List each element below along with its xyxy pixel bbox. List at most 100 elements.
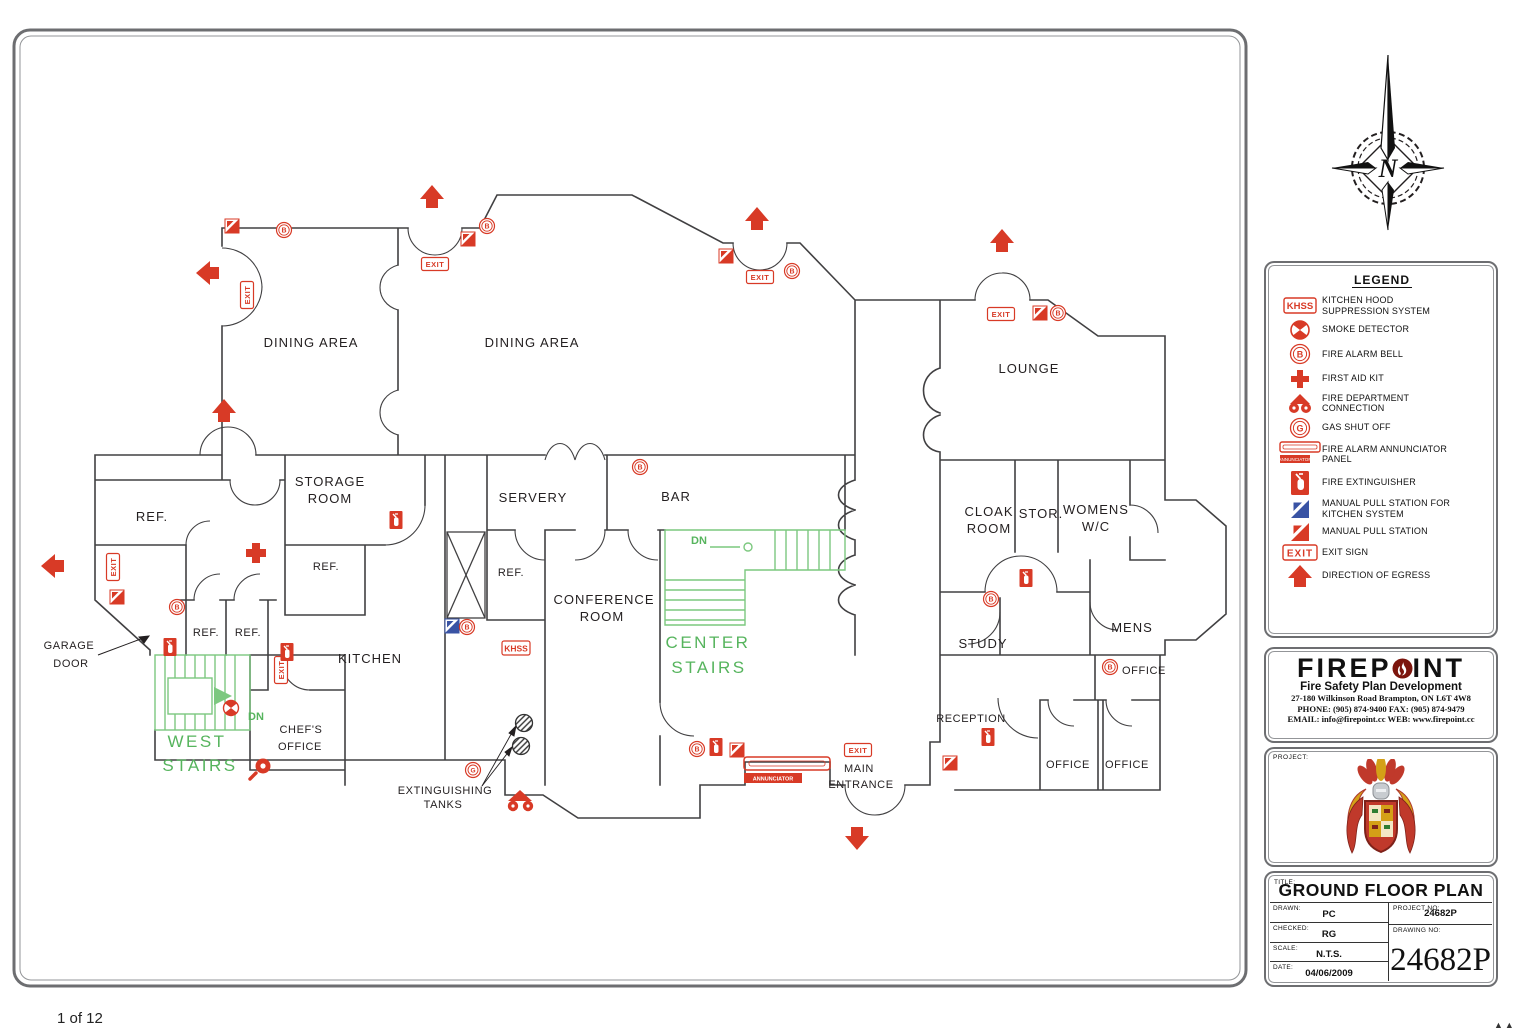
egress-arrow-icon <box>196 261 219 285</box>
room-label-conference_l1: CONFERENCE <box>553 592 654 607</box>
smoke-detector-icon <box>1278 319 1322 341</box>
fire-extinguisher-icon <box>1278 470 1322 496</box>
room-label-office_b2: OFFICE <box>1105 759 1149 771</box>
room-label-kitchen: KITCHEN <box>338 651 402 666</box>
fire-alarm-bell-icon: B <box>783 262 801 280</box>
room-label-cloak_l2: ROOM <box>967 521 1011 536</box>
legend-item-exit-sign: EXIT EXIT SIGN <box>1278 544 1486 561</box>
drawn-cell: DRAWN: PC <box>1270 903 1388 923</box>
manual-pull-station-kitchen-icon <box>1278 499 1322 519</box>
firepoint-address: 27-180 Wilkinson Road Brampton, ON L6T 4… <box>1291 693 1471 703</box>
checked-cell: CHECKED: RG <box>1270 923 1388 943</box>
legend-item-fdc: FIRE DEPARTMENT CONNECTION <box>1278 392 1486 414</box>
svg-text:EXIT: EXIT <box>849 746 868 755</box>
exit-sign-icon: EXIT <box>745 269 775 285</box>
room-label-office_b1: OFFICE <box>1046 759 1090 771</box>
extinguishing-tanks <box>481 713 534 787</box>
room-label-main_l2: ENTRANCE <box>828 779 893 791</box>
fire-extinguisher-icon <box>389 511 403 529</box>
room-label-stor: STOR. <box>1019 506 1064 521</box>
manual-pull-station-icon <box>718 248 734 264</box>
first-aid-icon <box>246 543 266 563</box>
room-label-dining2: DINING AREA <box>485 335 580 350</box>
room-label-ref_a: REF. <box>136 509 168 524</box>
annunciator-icon: ANNUNCIATOR <box>1278 441 1322 467</box>
room-label-womens_l2: W/C <box>1082 519 1110 534</box>
legend-item-khss: KHSS KITCHEN HOOD SUPPRESSION SYSTEM <box>1278 295 1486 316</box>
room-label-dining1: DINING AREA <box>264 335 359 350</box>
west-stairs <box>154 654 251 731</box>
legend-item-pull: MANUAL PULL STATION <box>1278 522 1486 542</box>
egress-arrow-icon <box>212 399 236 422</box>
shaft <box>446 531 486 619</box>
egress-arrow-icon <box>990 229 1014 252</box>
first-aid-icon <box>1278 368 1322 390</box>
legend-item-annunciator: ANNUNCIATOR FIRE ALARM ANNUNCIATOR PANEL <box>1278 441 1486 467</box>
scale-value: N.T.S. <box>1316 948 1342 960</box>
page-corner-marks: ▲▲ <box>1494 1020 1516 1030</box>
project-no-value: 24682P <box>1424 908 1457 919</box>
svg-text:EXIT: EXIT <box>426 260 445 269</box>
svg-text:B: B <box>1055 311 1060 318</box>
fire-alarm-bell-icon: B <box>688 740 706 758</box>
fire-extinguisher-icon <box>1019 569 1033 587</box>
legend-item-gas: G GAS SHUT OFF <box>1278 417 1486 439</box>
title-block: TITLE: GROUND FLOOR PLAN DRAWN: PC CHECK… <box>1264 871 1498 987</box>
room-label-conference_l2: ROOM <box>580 609 624 624</box>
legend-item-egress: DIRECTION OF EGRESS <box>1278 564 1486 588</box>
svg-text:KHSS: KHSS <box>1287 301 1313 312</box>
svg-text:B: B <box>484 224 489 231</box>
drawing-no-value: 24682P <box>1390 942 1491 978</box>
room-label-ext_tanks_l2: TANKS <box>424 799 463 811</box>
red-circle-symbol <box>248 758 271 781</box>
drawing-title: GROUND FLOOR PLAN <box>1278 880 1484 900</box>
room-label-garage_l2: DOOR <box>53 658 88 670</box>
door-swings <box>185 227 1159 816</box>
svg-text:EXIT: EXIT <box>243 286 252 305</box>
svg-text:B: B <box>1107 665 1112 672</box>
svg-text:EXIT: EXIT <box>109 558 118 577</box>
fire-alarm-bell-icon: B <box>275 221 293 239</box>
sheet-number: 1 of 12 <box>57 1010 103 1027</box>
svg-text:G: G <box>470 768 475 775</box>
legend-item-fire-alarm-bell: B FIRE ALARM BELL <box>1278 343 1486 365</box>
legend-panel: LEGEND KHSS KITCHEN HOOD SUPPRESSION SYS… <box>1264 261 1498 638</box>
room-label-dn_center: DN <box>691 535 707 547</box>
room-label-main_l1: MAIN <box>844 763 874 775</box>
fire-extinguisher-icon <box>709 738 723 756</box>
checked-value: RG <box>1321 928 1337 940</box>
room-label-ref_c: REF. <box>235 627 261 639</box>
room-label-garage_l1: GARAGE <box>44 640 95 652</box>
fire-extinguisher-icon <box>163 638 177 656</box>
room-label-ref_e: REF. <box>498 567 524 579</box>
room-label-servery: SERVERY <box>499 490 568 505</box>
fire-department-connection-icon <box>1278 392 1322 414</box>
room-label-dn_west: DN <box>248 711 264 723</box>
svg-text:B: B <box>1297 350 1304 360</box>
date-cell: DATE: 04/06/2009 <box>1270 962 1388 981</box>
smoke-detector-icon <box>222 699 240 717</box>
svg-text:G: G <box>1296 423 1303 433</box>
manual-pull-station-icon <box>224 218 240 234</box>
legend-item-extinguisher: FIRE EXTINGUISHER <box>1278 470 1486 496</box>
egress-arrow-icon <box>41 554 64 578</box>
title-row: TITLE: GROUND FLOOR PLAN <box>1270 877 1492 903</box>
room-label-cloak_l1: CLOAK <box>964 504 1013 519</box>
manual-pull-station-icon <box>942 755 958 771</box>
room-label-west_stairs_l2: STAIRS <box>162 756 237 775</box>
gas-shut-off-icon: G <box>1278 417 1322 439</box>
fire-alarm-bell-icon: B <box>458 618 476 636</box>
svg-text:EXIT: EXIT <box>751 273 770 282</box>
svg-text:KHSS: KHSS <box>504 644 528 654</box>
annunciator-icon: ANNUNCIATOR <box>743 756 831 783</box>
fire-extinguisher-icon <box>280 643 294 661</box>
fire-alarm-bell-icon: B <box>1049 304 1067 322</box>
khss-tag-icon: KHSS <box>1278 297 1322 314</box>
svg-text:B: B <box>988 597 993 604</box>
manual-pull-station-icon <box>1278 522 1322 542</box>
manual-pull-station-icon <box>1032 305 1048 321</box>
scale-cell: SCALE: N.T.S. <box>1270 943 1388 963</box>
